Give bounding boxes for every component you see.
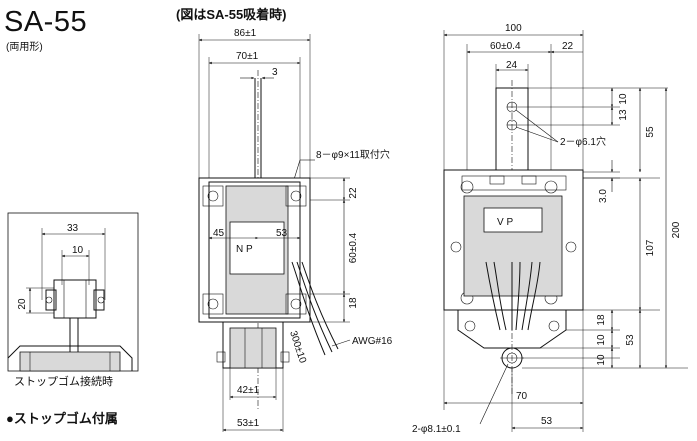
- side-coil-label: N P: [236, 244, 253, 255]
- front-dim-53v: 53: [625, 334, 636, 346]
- side-note-wire: AWG#16: [352, 336, 393, 347]
- front-coil-label: V P: [497, 217, 513, 228]
- side-dim-18: 18: [348, 297, 359, 309]
- front-dim-100: 100: [505, 23, 522, 34]
- side-dim-45: 45: [213, 228, 225, 239]
- inset-dim-20: 20: [17, 298, 28, 310]
- view-caption: (図はSA-55吸着時): [176, 7, 287, 22]
- inset-frame: [7, 212, 139, 372]
- stop-inset-caption: ストップゴム接続時: [14, 376, 113, 388]
- side-dim-53: 53: [276, 228, 288, 239]
- front-dim-70: 70: [516, 391, 528, 402]
- front-dim-53h: 53: [541, 416, 553, 427]
- side-dim-42: 42±1: [237, 385, 260, 396]
- front-dim-10a: 10: [618, 93, 629, 105]
- front-dim-200: 200: [671, 221, 682, 238]
- side-dim-60: 60±0.4: [348, 232, 359, 263]
- side-note-lead: 300±10: [287, 330, 308, 365]
- front-dim-107: 107: [645, 239, 656, 256]
- side-dim-86: 86±1: [234, 28, 257, 39]
- accessory-note: ●ストップゴム付属: [6, 411, 118, 426]
- side-dim-22: 22: [348, 187, 359, 199]
- front-dim-22: 22: [562, 41, 574, 52]
- side-dim-3: 3: [272, 67, 278, 78]
- front-dim-18: 18: [596, 314, 607, 326]
- side-view: 86±1 70±1 3 8－φ9×11取付穴 N P 45: [198, 28, 393, 432]
- inset-dim-33: 33: [67, 223, 79, 234]
- front-dim-13: 13: [618, 109, 629, 121]
- inset-dim-10: 10: [72, 245, 84, 256]
- type-note: (両用形): [6, 42, 43, 53]
- side-dim-70: 70±1: [236, 51, 259, 62]
- front-dim-10c: 10: [596, 354, 607, 366]
- front-dim-24: 24: [506, 60, 518, 71]
- front-dim-3: 3.0: [598, 189, 609, 203]
- front-dim-55: 55: [645, 126, 656, 138]
- front-note-hole-bottom: 2-φ8.1±0.1: [412, 424, 461, 435]
- stop-inset: 33 10 20: [7, 212, 139, 372]
- front-dim-60: 60±0.4: [490, 41, 521, 52]
- front-note-holes-top: 2－φ6.1穴: [560, 135, 606, 148]
- side-note-mount-holes: 8－φ9×11取付穴: [316, 148, 390, 161]
- model-title: SA-55: [4, 6, 88, 38]
- side-dim-53-bottom: 53±1: [237, 418, 260, 429]
- front-dim-10b: 10: [596, 334, 607, 346]
- front-view: 100 60±0.4 22 24 10 13 55 2－φ6.1穴: [412, 23, 688, 435]
